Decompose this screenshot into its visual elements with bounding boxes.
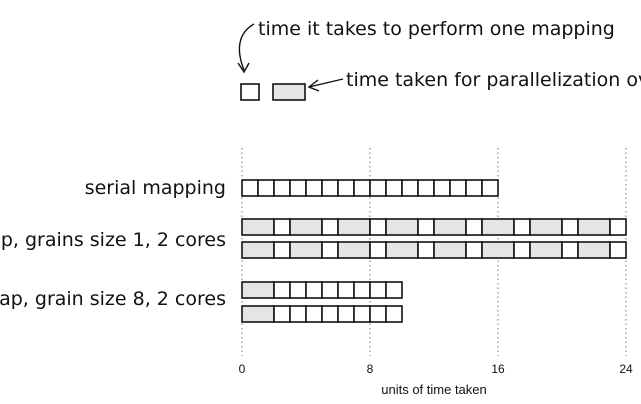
x-axis: 0 8 16 24 units of time taken [239, 362, 633, 397]
mapping-block [273, 305, 291, 323]
legend-mapping-arrow [238, 23, 255, 71]
mapping-block [369, 179, 387, 197]
mapping-block [241, 179, 259, 197]
mapping-block [465, 218, 483, 236]
mapping-block [321, 241, 339, 259]
mapping-block [273, 218, 291, 236]
mapping-block [417, 218, 435, 236]
mapping-block [433, 179, 451, 197]
legend: time it takes to perform one mapping tim… [237, 18, 641, 101]
row-label-grain-8: pmap, grain size 8, 2 cores [0, 288, 226, 310]
overhead-block [433, 218, 467, 236]
overhead-block [529, 241, 563, 259]
mapping-block [321, 218, 339, 236]
mapping-block [481, 179, 499, 197]
legend-overhead-arrowhead [307, 79, 320, 92]
legend-overhead-swatch [272, 83, 306, 101]
mapping-block [369, 281, 387, 299]
legend-mapping-arrowhead [237, 62, 250, 74]
overhead-block [385, 241, 419, 259]
row-labels: serial mapping pmap, grains size 1, 2 co… [0, 177, 226, 310]
overhead-block [433, 241, 467, 259]
legend-overhead-arrow [308, 78, 344, 88]
mapping-block [417, 241, 435, 259]
overhead-block [241, 305, 275, 323]
overhead-block [337, 218, 371, 236]
overhead-block [577, 218, 611, 236]
bar-row-2 [241, 218, 627, 236]
bar-row-5 [241, 305, 403, 323]
mapping-block [385, 179, 403, 197]
overhead-block [385, 218, 419, 236]
mapping-block [305, 281, 323, 299]
mapping-block [369, 241, 387, 259]
legend-mapping-swatch [240, 83, 260, 101]
mapping-block [369, 218, 387, 236]
bar-row-4 [241, 281, 403, 299]
overhead-block [337, 241, 371, 259]
overhead-block [241, 281, 275, 299]
overhead-block [481, 218, 515, 236]
overhead-block [529, 218, 563, 236]
overhead-block [289, 241, 323, 259]
mapping-block [449, 179, 467, 197]
mapping-block [289, 281, 307, 299]
mapping-block [273, 179, 291, 197]
mapping-block [289, 305, 307, 323]
mapping-block [289, 179, 307, 197]
mapping-block [353, 281, 371, 299]
mapping-block [321, 281, 339, 299]
mapping-block [465, 241, 483, 259]
mapping-block [337, 305, 355, 323]
x-axis-title: units of time taken [381, 382, 487, 397]
mapping-block [385, 281, 403, 299]
mapping-block [609, 241, 627, 259]
mapping-block [385, 305, 403, 323]
mapping-block [401, 179, 419, 197]
mapping-block [321, 179, 339, 197]
mapping-block [337, 281, 355, 299]
mapping-block [561, 241, 579, 259]
row-label-grain-1: pmap, grains size 1, 2 cores [0, 229, 226, 251]
tick-label-8: 8 [367, 362, 374, 376]
mapping-block [561, 218, 579, 236]
mapping-block [273, 281, 291, 299]
legend-overhead-label: time taken for parallelization overhead [346, 69, 641, 91]
timeline-bars [241, 179, 627, 323]
bar-row-1 [241, 179, 499, 197]
overhead-block [241, 218, 275, 236]
overhead-block [241, 241, 275, 259]
mapping-block [465, 179, 483, 197]
mapping-block [353, 179, 371, 197]
overhead-block [577, 241, 611, 259]
mapping-block [321, 305, 339, 323]
overhead-block [289, 218, 323, 236]
row-label-serial: serial mapping [85, 177, 226, 199]
mapping-block [353, 305, 371, 323]
tick-label-0: 0 [239, 362, 246, 376]
mapping-block [417, 179, 435, 197]
mapping-block [513, 218, 531, 236]
legend-mapping-label: time it takes to perform one mapping [258, 18, 615, 40]
mapping-block [273, 241, 291, 259]
tick-label-16: 16 [491, 362, 505, 376]
tick-label-24: 24 [619, 362, 633, 376]
mapping-block [305, 179, 323, 197]
mapping-block [257, 179, 275, 197]
mapping-block [305, 305, 323, 323]
mapping-block [369, 305, 387, 323]
mapping-block [513, 241, 531, 259]
overhead-block [481, 241, 515, 259]
mapping-block [337, 179, 355, 197]
mapping-block [609, 218, 627, 236]
bar-row-3 [241, 241, 627, 259]
